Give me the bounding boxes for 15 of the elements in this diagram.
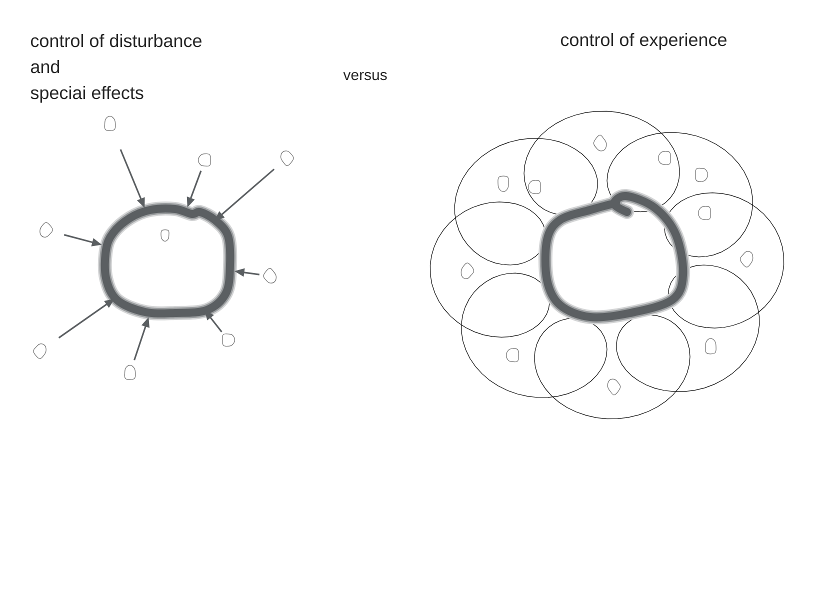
small-blob xyxy=(263,268,276,284)
small-blob xyxy=(160,230,170,242)
heading-text: versus xyxy=(343,72,387,80)
heading-text: control of disturbance xyxy=(30,34,202,48)
small-blob xyxy=(33,344,46,359)
small-blob xyxy=(124,364,136,380)
small-blob xyxy=(198,153,212,166)
heading-text: and xyxy=(30,60,60,74)
small-blob xyxy=(40,222,53,238)
heading-text: control of experience xyxy=(560,32,726,50)
thick-blob xyxy=(98,202,238,320)
heading-text: speciai effects xyxy=(30,86,144,103)
small-blob xyxy=(280,150,294,166)
small-blob xyxy=(104,116,116,131)
small-blob xyxy=(222,334,235,347)
